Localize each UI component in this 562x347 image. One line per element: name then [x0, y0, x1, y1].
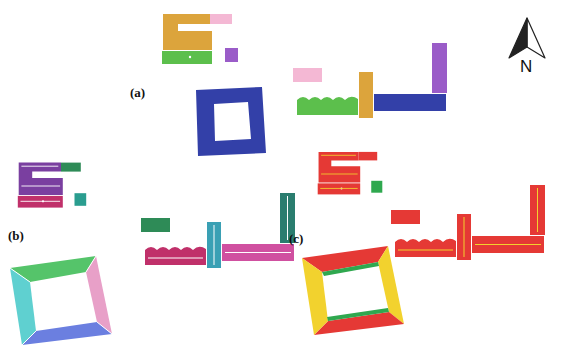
panel-label: (b): [8, 229, 24, 243]
panel-a-models: [162, 14, 447, 156]
panel-c-models: [302, 152, 545, 335]
north-label: N: [520, 58, 532, 77]
panel-label: (c): [289, 232, 303, 246]
north-arrow: [509, 18, 545, 58]
panel-label: (a): [130, 86, 145, 100]
panel-b-models: [10, 163, 295, 345]
